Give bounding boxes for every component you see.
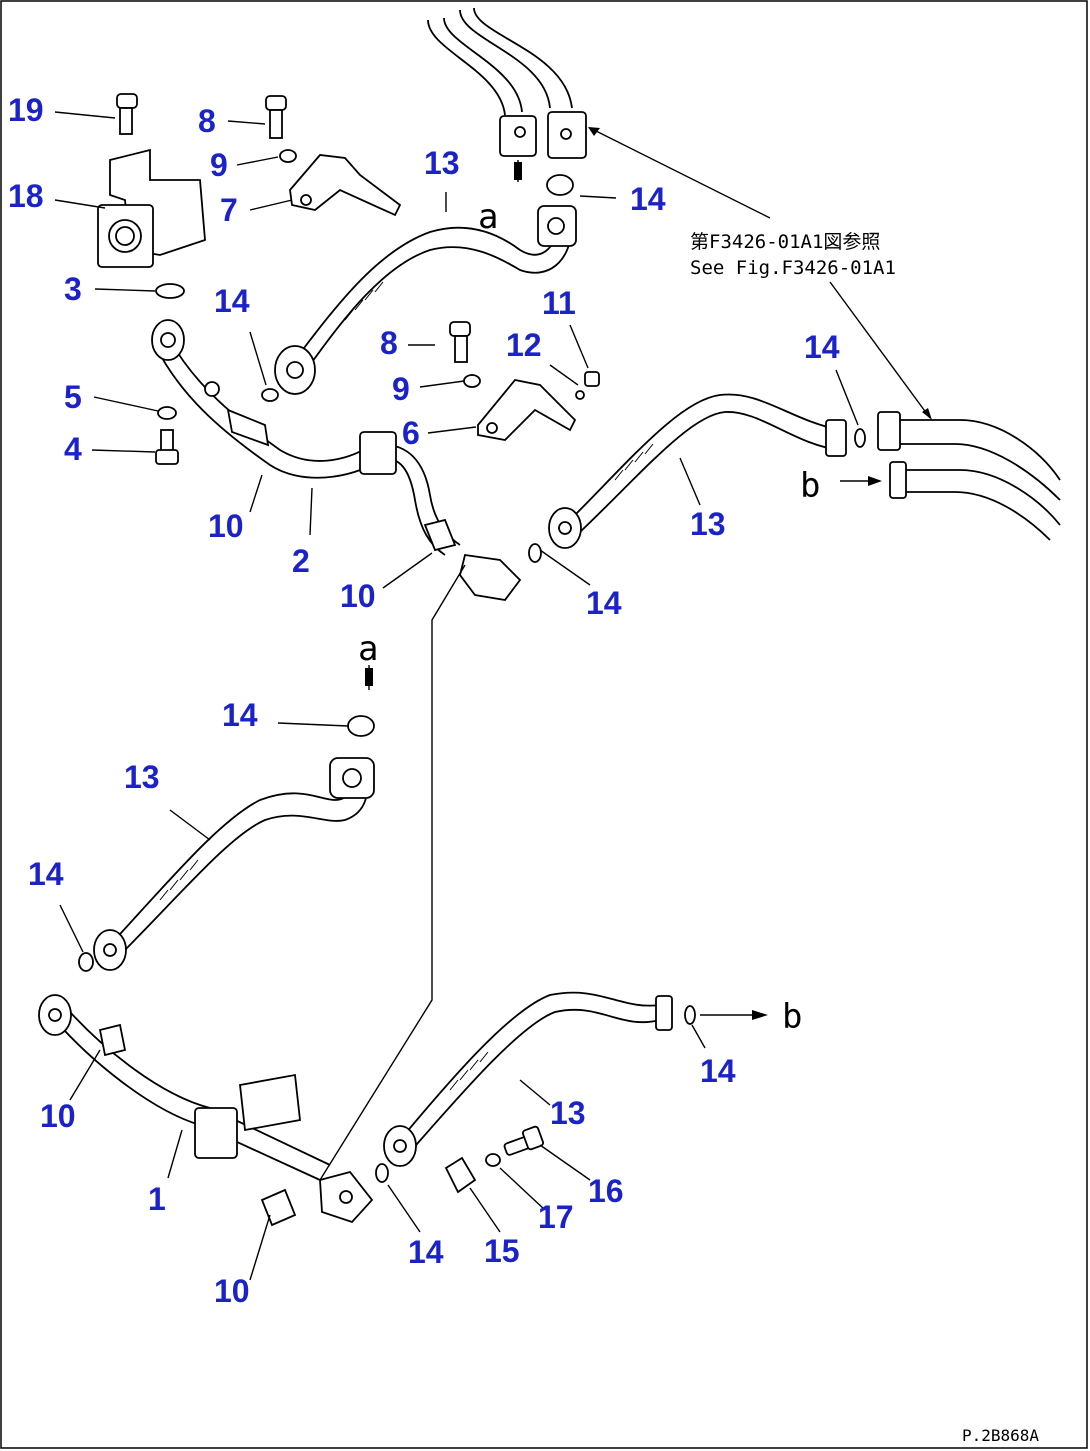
callout-3: 3 (64, 271, 82, 307)
part-18-valve (97, 148, 206, 268)
connection-b-label-right: b (800, 466, 820, 506)
callout-18: 18 (8, 178, 44, 214)
connection-b-arrowhead-upper (868, 476, 882, 486)
callout-11: 11 (542, 285, 576, 321)
part-14-oring-f (375, 1163, 389, 1183)
part-2-tube (151, 319, 522, 601)
existing-pipes-top (427, 7, 587, 182)
callout-13-lower: 13 (550, 1095, 586, 1131)
callout-17: 17 (538, 1199, 574, 1235)
callout-13-right: 13 (690, 506, 726, 542)
callout-10-bottom: 10 (214, 1273, 250, 1309)
part-3-oring (155, 283, 185, 299)
part-14-oring-c (528, 543, 542, 563)
callout-9-middle: 9 (392, 371, 410, 407)
connection-b-arrowhead-lower (752, 1010, 768, 1020)
reference-arrowhead-upper (588, 127, 600, 136)
callout-numbers: 19 18 3 5 4 8 9 7 13 14 14 8 9 6 12 11 1… (8, 92, 840, 1309)
existing-pipes-right (877, 411, 1061, 541)
callout-14-upper-left: 14 (214, 283, 250, 319)
callout-13-upper: 13 (424, 145, 460, 181)
callout-7: 7 (220, 192, 238, 228)
callout-8-middle: 8 (380, 325, 398, 361)
callout-13-mid: 13 (124, 759, 160, 795)
reference-leader-upper (589, 127, 771, 219)
callout-4: 4 (64, 431, 82, 467)
connection-a-label-top: a (478, 197, 498, 237)
callout-6: 6 (402, 415, 420, 451)
callout-14-middle: 14 (586, 585, 622, 621)
callout-leaders (54, 111, 859, 1281)
callout-9-upper: 9 (210, 147, 228, 183)
connection-a-arrow (365, 668, 373, 686)
callout-1: 1 (148, 1181, 166, 1217)
part-14-oring-b (546, 174, 574, 196)
callout-14-bottom: 14 (408, 1234, 444, 1270)
part-14-oring-a (261, 388, 279, 402)
callout-2: 2 (292, 543, 310, 579)
callout-14-right: 14 (804, 329, 840, 365)
pipe-13-upper (274, 205, 577, 395)
reference-arrowhead-lower (922, 408, 932, 420)
callout-19: 19 (8, 92, 44, 128)
callout-10-upper-left: 10 (208, 508, 244, 544)
figure-code: P.2B868A (962, 1426, 1039, 1445)
part-5-4 (155, 406, 179, 465)
reference-note-japanese: 第F3426-01A1図参照 (690, 231, 880, 253)
pipe-13-mid (93, 757, 375, 971)
pipe-13-lower (383, 991, 696, 1167)
part-1-tube (38, 994, 374, 1227)
callout-16: 16 (588, 1173, 624, 1209)
callout-15: 15 (484, 1233, 520, 1269)
reference-note-english: See Fig.F3426-01A1 (690, 257, 896, 279)
callout-14-left: 14 (28, 856, 64, 892)
part-8-9-7-upper (265, 95, 402, 217)
part-14-oring-d (347, 715, 375, 737)
part-19-bolt (116, 93, 138, 135)
part-8-9-6-12-11 (449, 321, 600, 441)
connection-a-label-middle: a (358, 629, 378, 669)
callout-10-upper-right: 10 (340, 578, 376, 614)
part-14-oring-e (78, 952, 94, 972)
part-15-16-17 (444, 1125, 544, 1194)
reference-leader-lower (829, 281, 931, 419)
callout-8-upper: 8 (198, 103, 216, 139)
callout-14-center: 14 (222, 697, 258, 733)
callout-12: 12 (506, 327, 542, 363)
pipe-13-right (548, 393, 866, 549)
callout-14-lower-right: 14 (700, 1053, 736, 1089)
callout-14-top-right: 14 (630, 181, 666, 217)
assembly-guide-line (319, 564, 466, 1181)
callout-5: 5 (64, 379, 82, 415)
connection-b-label-lower: b (782, 997, 802, 1037)
callout-10-lower-left: 10 (40, 1098, 76, 1134)
